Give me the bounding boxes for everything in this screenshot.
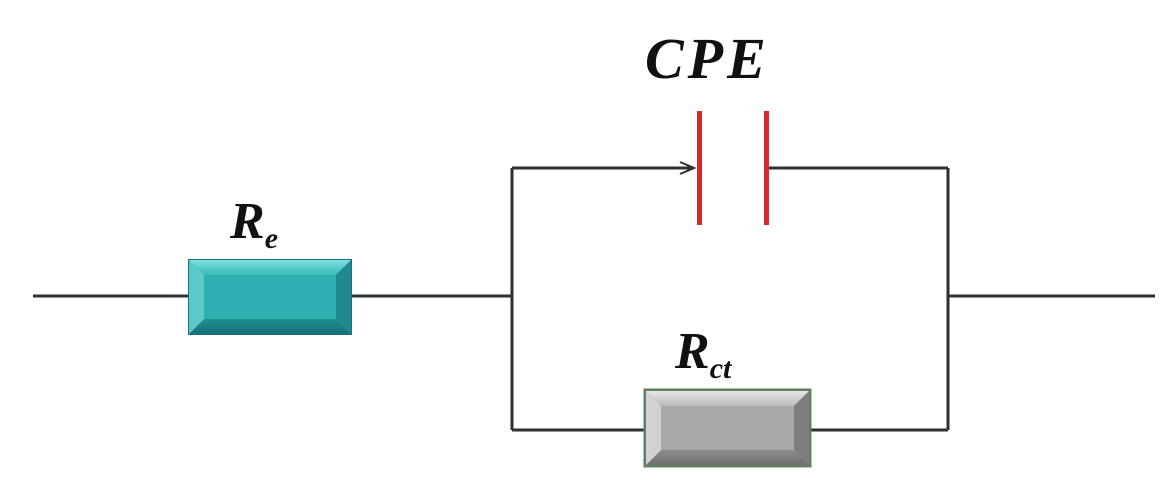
circuit-wires xyxy=(33,161,1155,432)
cpe-element xyxy=(697,111,769,225)
label-re-subscript: e xyxy=(265,222,278,255)
label-rct-main: R xyxy=(674,323,710,380)
label-re-main: R xyxy=(229,193,265,250)
cpe-plate-right xyxy=(764,111,769,225)
cpe-arrow-tick xyxy=(679,161,697,175)
label-cpe: CPE xyxy=(645,26,770,91)
resistor-re xyxy=(188,259,352,335)
label-rct: Rct xyxy=(674,323,733,385)
resistor-rct xyxy=(643,388,812,468)
label-re: Re xyxy=(229,193,278,255)
cpe-plate-left xyxy=(697,111,702,225)
label-rct-subscript: ct xyxy=(710,352,733,385)
